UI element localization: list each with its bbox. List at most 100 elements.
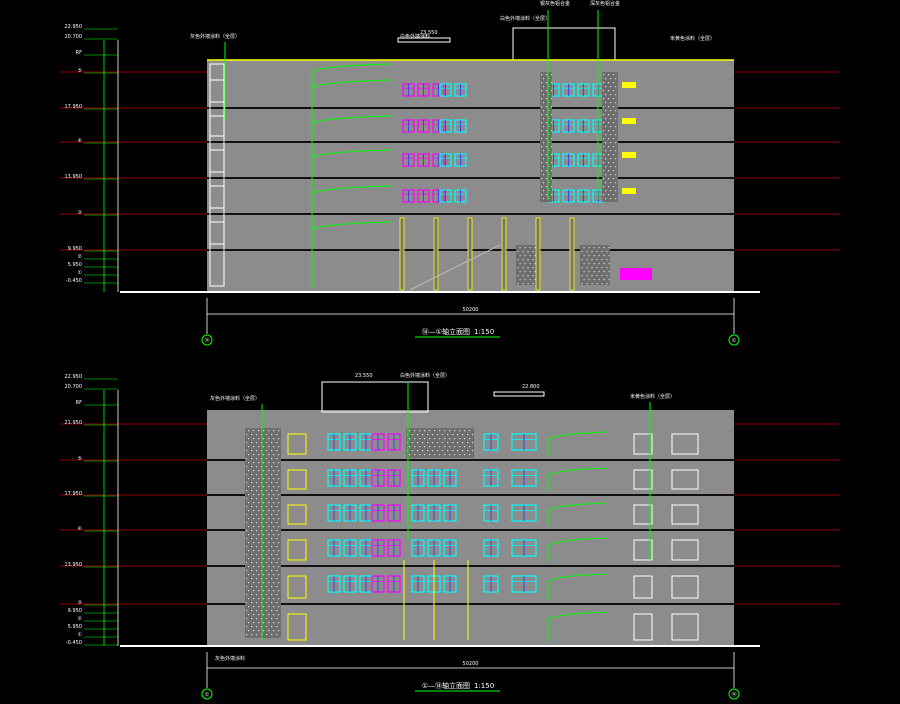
stone-cladding-dot bbox=[472, 450, 474, 452]
stone-cladding-dot bbox=[534, 247, 536, 249]
stone-cladding-dot bbox=[246, 490, 248, 492]
grid-bubble bbox=[728, 688, 740, 700]
stone-cladding-dot bbox=[253, 526, 255, 528]
stone-cladding-dot bbox=[615, 198, 617, 200]
stone-cladding-dot bbox=[586, 259, 588, 261]
stone-cladding-dot bbox=[610, 94, 612, 96]
stone-cladding-dot bbox=[543, 78, 545, 80]
stone-cladding-dot bbox=[419, 438, 421, 440]
stone-cladding-dot bbox=[608, 194, 610, 196]
stone-cladding-dot bbox=[527, 267, 529, 269]
stone-cladding-dot bbox=[273, 454, 275, 456]
stone-cladding-dot bbox=[615, 174, 617, 176]
stone-cladding-dot bbox=[266, 458, 268, 460]
stone-cladding-dot bbox=[449, 454, 451, 456]
stone-cladding-dot bbox=[263, 526, 265, 528]
stone-cladding-dot bbox=[467, 434, 469, 436]
stone-cladding-dot bbox=[591, 259, 593, 261]
stone-cladding-dot bbox=[601, 283, 603, 285]
stone-cladding-dot bbox=[246, 586, 248, 588]
stone-cladding-dot bbox=[548, 150, 550, 152]
stone-cladding-dot bbox=[527, 275, 529, 277]
corridor-rail bbox=[547, 537, 607, 562]
stone-cladding-dot bbox=[608, 154, 610, 156]
stone-cladding-dot bbox=[246, 578, 248, 580]
stone-cladding-dot bbox=[546, 154, 548, 156]
stone-cladding-dot bbox=[258, 430, 260, 432]
stone-cladding-dot bbox=[258, 526, 260, 528]
stone-cladding-dot bbox=[593, 271, 595, 273]
stone-cladding-dot bbox=[608, 122, 610, 124]
stone-cladding-dot bbox=[606, 251, 608, 253]
stone-cladding-dot bbox=[615, 126, 617, 128]
stone-cladding-dot bbox=[273, 550, 275, 552]
level-label: 20.700 bbox=[65, 34, 83, 40]
stone-cladding-dot bbox=[263, 494, 265, 496]
stone-cladding-dot bbox=[276, 554, 278, 556]
stone-cladding-dot bbox=[608, 263, 610, 265]
stone-cladding-dot bbox=[278, 534, 280, 536]
corridor-rail bbox=[547, 611, 607, 642]
stone-cladding-dot bbox=[605, 174, 607, 176]
stone-cladding-dot bbox=[271, 634, 273, 636]
stone-cladding-dot bbox=[541, 194, 543, 196]
stone-cladding-dot bbox=[517, 251, 519, 253]
level-label: 22.950 bbox=[65, 374, 83, 380]
stone-cladding-dot bbox=[603, 122, 605, 124]
stone-cladding-dot bbox=[253, 566, 255, 568]
stone-cladding-dot bbox=[246, 442, 248, 444]
stone-cladding-dot bbox=[253, 462, 255, 464]
stone-cladding-dot bbox=[266, 634, 268, 636]
stone-cladding-dot bbox=[253, 598, 255, 600]
stone-cladding-dot bbox=[276, 602, 278, 604]
stone-cladding-dot bbox=[258, 502, 260, 504]
stone-cladding-dot bbox=[591, 267, 593, 269]
stair-landing bbox=[622, 188, 636, 194]
stone-cladding-dot bbox=[551, 138, 553, 140]
stone-cladding-dot bbox=[246, 506, 248, 508]
stone-cladding-dot bbox=[273, 542, 275, 544]
stair-window bbox=[287, 613, 307, 641]
stone-cladding-dot bbox=[246, 554, 248, 556]
stone-cladding-dot bbox=[439, 454, 441, 456]
stone-cladding-dot bbox=[253, 558, 255, 560]
stone-cladding-dot bbox=[603, 263, 605, 265]
stone-cladding-dot bbox=[258, 582, 260, 584]
stone-cladding-dot bbox=[251, 610, 253, 612]
stone-cladding-dot bbox=[271, 482, 273, 484]
stone-cladding-dot bbox=[546, 82, 548, 84]
level-label: ④ bbox=[78, 526, 83, 532]
stair-window bbox=[287, 433, 307, 455]
stone-cladding-dot bbox=[273, 438, 275, 440]
stone-cladding-dot bbox=[543, 126, 545, 128]
stone-cladding-dot bbox=[251, 546, 253, 548]
stone-cladding-dot bbox=[268, 486, 270, 488]
stone-cladding-dot bbox=[610, 110, 612, 112]
stone-cladding-dot bbox=[273, 478, 275, 480]
stone-cladding-dot bbox=[253, 502, 255, 504]
stair-landing bbox=[622, 152, 636, 158]
stone-cladding-dot bbox=[263, 614, 265, 616]
level-label: -0.450 bbox=[66, 640, 82, 646]
stone-cladding-dot bbox=[610, 102, 612, 104]
corridor-rail bbox=[547, 467, 607, 491]
stone-cladding-dot bbox=[258, 630, 260, 632]
stone-cladding-dot bbox=[464, 446, 466, 448]
stone-cladding-dot bbox=[454, 430, 456, 432]
stone-cladding-dot bbox=[551, 162, 553, 164]
stone-cladding-dot bbox=[548, 78, 550, 80]
stone-cladding-dot bbox=[469, 454, 471, 456]
stone-cladding-dot bbox=[248, 630, 250, 632]
corridor-rail bbox=[547, 431, 607, 456]
elevation-title: ⑭—①轴立面图 bbox=[422, 327, 470, 336]
stone-cladding-dot bbox=[548, 118, 550, 120]
stone-cladding-dot bbox=[263, 558, 265, 560]
stone-cladding-dot bbox=[276, 578, 278, 580]
stone-cladding-dot bbox=[266, 626, 268, 628]
stone-cladding-dot bbox=[266, 578, 268, 580]
stone-cladding-dot bbox=[256, 466, 258, 468]
stone-cladding-dot bbox=[593, 255, 595, 257]
stone-cladding-dot bbox=[253, 454, 255, 456]
stone-cladding-dot bbox=[248, 550, 250, 552]
